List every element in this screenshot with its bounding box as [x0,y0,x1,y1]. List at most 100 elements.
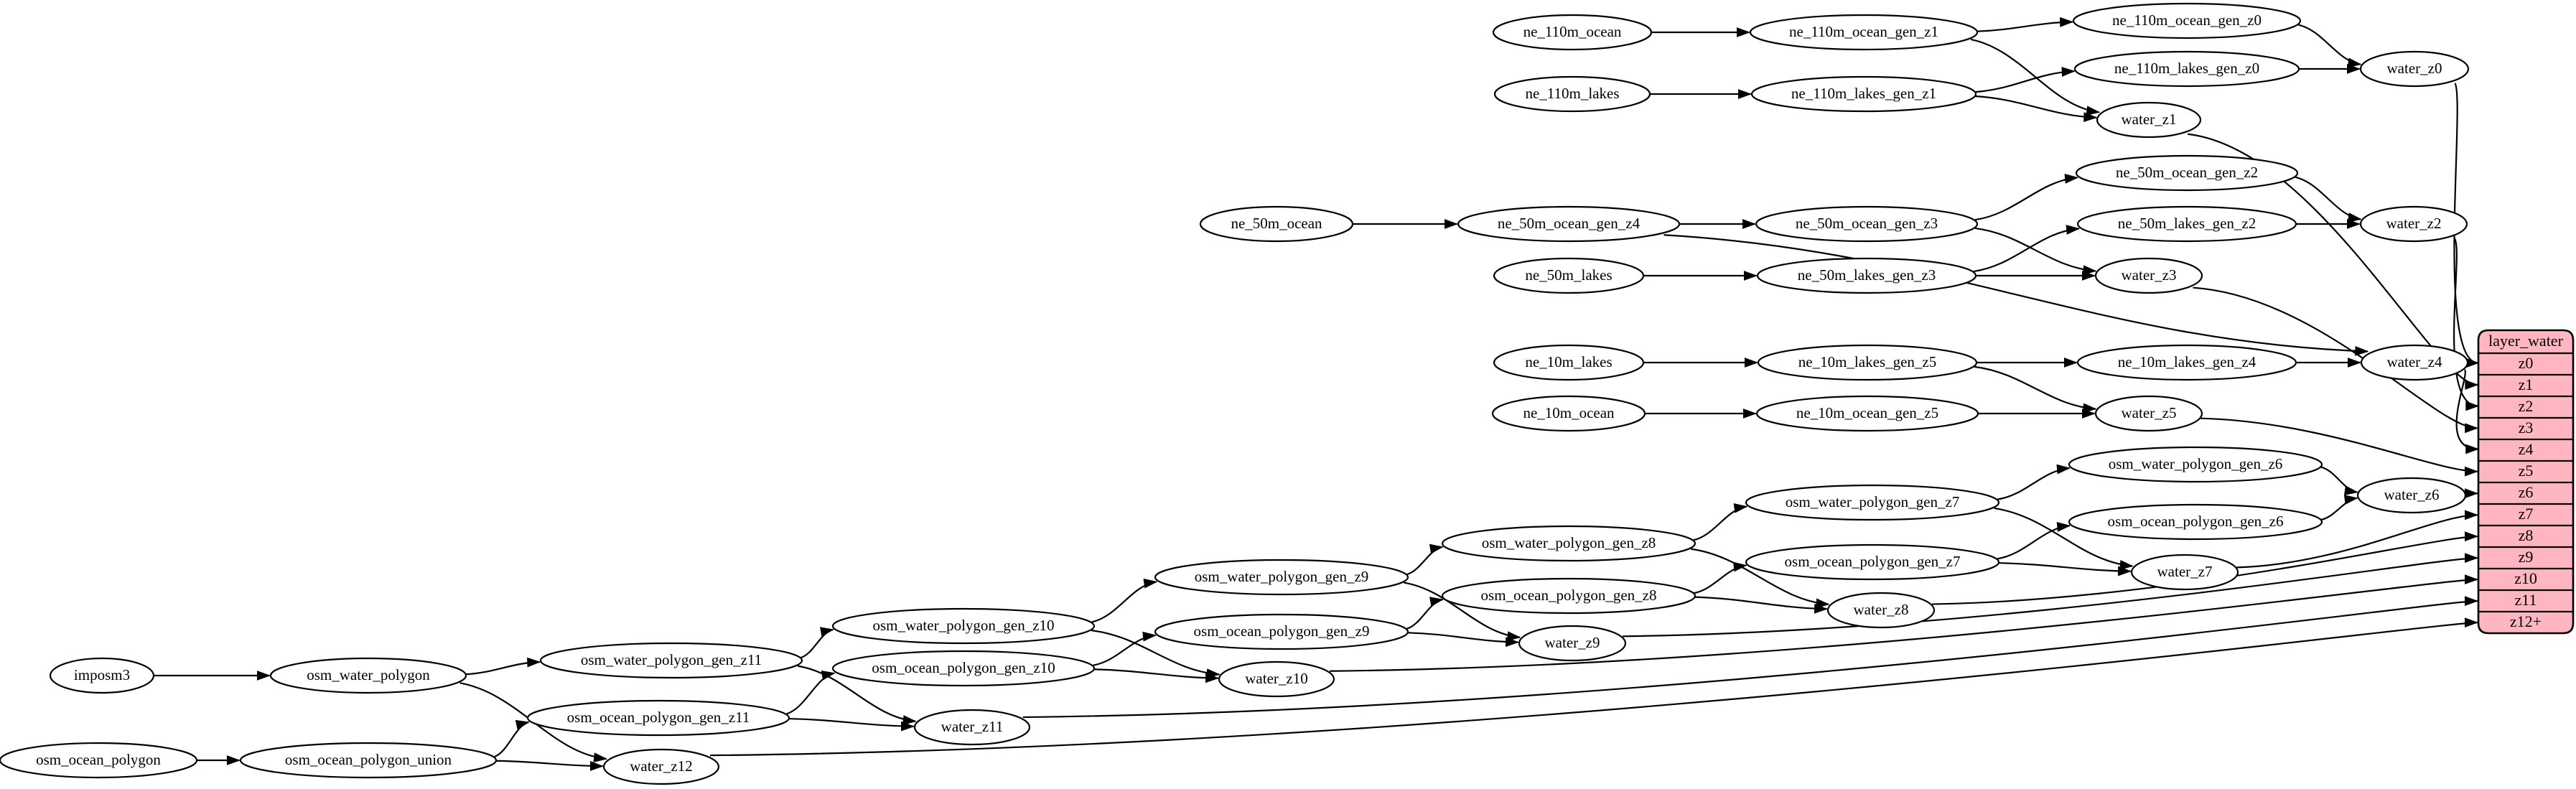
table-row-z4[interactable]: z4 [2519,440,2534,458]
node-shape [831,650,1096,687]
node-shape [49,657,155,694]
node-osm_ocean_polygon_gen_z7[interactable]: osm_ocean_polygon_gen_z7 [1745,543,2000,581]
edge-arrowhead [2064,358,2078,368]
node-ne_10m_ocean[interactable]: ne_10m_ocean [1491,395,1646,432]
node-shape [1218,660,1335,698]
node-ne_110m_ocean[interactable]: ne_110m_ocean [1492,14,1653,51]
node-label: water_z1 [2122,111,2177,128]
table-row-z12+[interactable]: z12+ [2510,612,2542,630]
node-water_z7[interactable]: water_z7 [2130,554,2239,591]
node-shape [831,607,1096,645]
node-osm_ocean_polygon_gen_z11[interactable]: osm_ocean_polygon_gen_z11 [526,699,790,737]
edge-arrowhead [2465,423,2479,434]
node-shape [2359,205,2468,243]
node-label: ne_50m_ocean_gen_z4 [1498,215,1641,232]
node-water_z1[interactable]: water_z1 [2096,101,2202,139]
node-ne_110m_ocean_gen_z1[interactable]: ne_110m_ocean_gen_z1 [1749,14,1979,51]
node-water_z11[interactable]: water_z11 [913,709,1031,746]
node-ne_110m_lakes_gen_z1[interactable]: ne_110m_lakes_gen_z1 [1750,75,1977,113]
node-water_z3[interactable]: water_z3 [2094,257,2203,294]
edge-water_z5-to-layer_water-z5 [2201,417,2478,472]
edge-osm_ocean_polygon_gen_z10-to-water_z10 [1093,668,1218,679]
table-row-z6[interactable]: z6 [2519,483,2534,501]
edge-arrowhead [1142,631,1157,642]
edge-ne_10m_lakes_gen_z5-to-water_z5 [1974,365,2096,410]
node-water_z8[interactable]: water_z8 [1826,592,1936,629]
node-label: ne_50m_lakes_gen_z3 [1798,266,1936,284]
node-water_z10[interactable]: water_z10 [1218,660,1335,698]
node-osm_ocean_polygon_gen_z9[interactable]: osm_ocean_polygon_gen_z9 [1154,613,1409,650]
node-water_z2[interactable]: water_z2 [2359,205,2468,243]
node-ne_110m_lakes[interactable]: ne_110m_lakes [1493,75,1651,113]
node-water_z4[interactable]: water_z4 [2360,344,2469,381]
edge-osm_ocean_polygon_gen_z9-to-osm_ocean_polygon_gen_z8 [1406,599,1443,630]
node-ne_50m_lakes[interactable]: ne_50m_lakes [1493,257,1645,294]
edge-arrowhead [2056,464,2071,475]
edge-arrowhead [2086,106,2101,116]
table-row-z8[interactable]: z8 [2519,526,2534,544]
node-osm_ocean_polygon_gen_z10[interactable]: osm_ocean_polygon_gen_z10 [831,650,1096,687]
node-ne_110m_lakes_gen_z0[interactable]: ne_110m_lakes_gen_z0 [2073,50,2300,88]
table-row-z7[interactable]: z7 [2519,505,2534,523]
node-water_z5[interactable]: water_z5 [2094,395,2203,432]
node-water_z12[interactable]: water_z12 [602,748,720,785]
node-label: osm_ocean_polygon [36,751,161,768]
node-osm_ocean_polygon_gen_z8[interactable]: osm_ocean_polygon_gen_z8 [1441,577,1697,615]
node-ne_110m_ocean_gen_z0[interactable]: ne_110m_ocean_gen_z0 [2072,2,2302,39]
node-label: ne_50m_ocean [1231,215,1322,232]
node-ne_50m_lakes_gen_z3[interactable]: ne_50m_lakes_gen_z3 [1756,257,1977,294]
node-shape [1154,613,1409,650]
node-water_z0[interactable]: water_z0 [2359,50,2470,88]
node-water_z9[interactable]: water_z9 [1518,625,1627,662]
table-row-z3[interactable]: z3 [2519,419,2534,436]
node-label: water_z0 [2387,60,2442,77]
edge-osm_water_polygon_gen_z9-to-water_z9 [1404,582,1521,638]
node-water_z6[interactable]: water_z6 [2356,477,2467,514]
table-row-z11[interactable]: z11 [2515,591,2537,609]
node-ne_50m_ocean_gen_z4[interactable]: ne_50m_ocean_gen_z4 [1457,205,1681,243]
node-shape [2356,477,2467,514]
node-ne_50m_ocean[interactable]: ne_50m_ocean [1199,205,1354,243]
edge-arrowhead [820,627,834,637]
node-osm_water_polygon_gen_z10[interactable]: osm_water_polygon_gen_z10 [831,607,1096,645]
node-imposm3[interactable]: imposm3 [49,657,155,694]
node-ne_10m_lakes[interactable]: ne_10m_lakes [1493,344,1645,381]
node-osm_water_polygon_gen_z11[interactable]: osm_water_polygon_gen_z11 [539,642,803,679]
node-osm_water_polygon_gen_z6[interactable]: osm_water_polygon_gen_z6 [2068,446,2323,483]
node-osm_ocean_polygon[interactable]: osm_ocean_polygon [0,742,198,779]
node-ne_10m_lakes_gen_z5[interactable]: ne_10m_lakes_gen_z5 [1757,344,1978,381]
edge-osm_water_polygon_gen_z7-to-water_z7 [1994,507,2133,567]
node-ne_50m_ocean_gen_z3[interactable]: ne_50m_ocean_gen_z3 [1755,205,1979,243]
node-shape [269,657,467,694]
table-row-z10[interactable]: z10 [2514,569,2537,587]
node-shape [2073,50,2300,88]
node-ne_50m_lakes_gen_z2[interactable]: ne_50m_lakes_gen_z2 [2076,205,2297,243]
table-row-z1[interactable]: z1 [2519,375,2534,393]
node-ne_50m_ocean_gen_z2[interactable]: ne_50m_ocean_gen_z2 [2075,154,2299,192]
node-osm_water_polygon_gen_z7[interactable]: osm_water_polygon_gen_z7 [1745,484,2000,521]
node-shape [1493,75,1651,113]
edge-ne_50m_ocean_gen_z2-to-water_z2 [2295,176,2361,220]
node-shape [526,699,790,737]
table-row-z0[interactable]: z0 [2519,354,2534,372]
node-shape [1745,543,2000,581]
table-row-z9[interactable]: z9 [2519,548,2534,566]
node-label: water_z2 [2386,215,2442,232]
node-label: water_z6 [2384,486,2440,503]
node-shape [1755,395,1979,432]
edge-arrowhead [1743,408,1757,419]
node-osm_ocean_polygon_gen_z6[interactable]: osm_ocean_polygon_gen_z6 [2068,503,2323,541]
node-osm_water_polygon_gen_z9[interactable]: osm_water_polygon_gen_z9 [1154,559,1409,596]
node-ne_10m_ocean_gen_z5[interactable]: ne_10m_ocean_gen_z5 [1755,395,1979,432]
table-row-z5[interactable]: z5 [2519,462,2534,480]
node-shape [1745,484,2000,521]
node-osm_water_polygon[interactable]: osm_water_polygon [269,657,467,694]
node-osm_water_polygon_gen_z8[interactable]: osm_water_polygon_gen_z8 [1441,525,1697,562]
node-osm_ocean_polygon_union[interactable]: osm_ocean_polygon_union [239,742,498,779]
edge-ne_110m_lakes_gen_z1-to-ne_110m_lakes_gen_z0 [1975,70,2075,93]
node-ne_10m_lakes_gen_z4[interactable]: ne_10m_lakes_gen_z4 [2076,344,2297,381]
table-row-z2[interactable]: z2 [2519,397,2534,415]
node-shape [1457,205,1681,243]
edge-arrowhead [2082,271,2096,281]
